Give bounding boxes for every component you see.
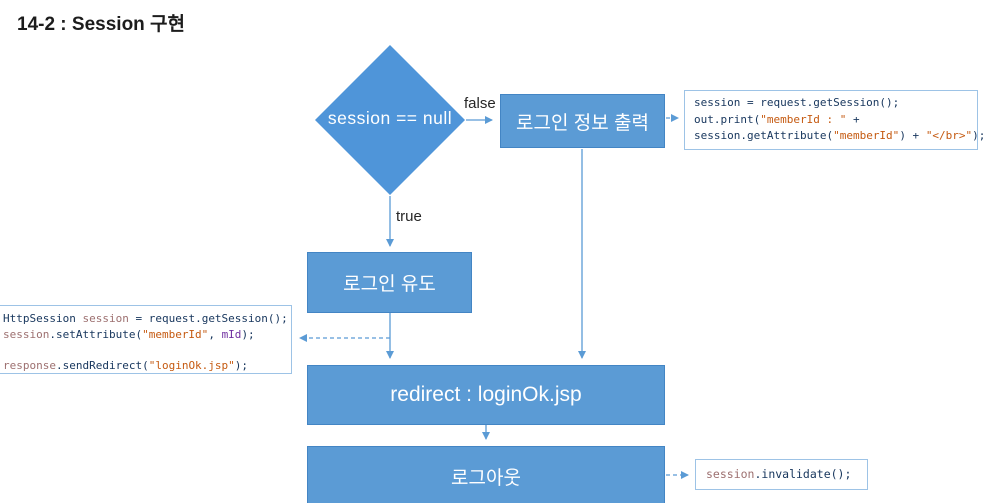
- slide-title: 14-2 : Session 구현: [17, 14, 186, 35]
- box-login-info-output-label: 로그인 정보 출력: [516, 112, 649, 134]
- box-login-induce-label: 로그인 유도: [343, 274, 436, 295]
- decision-diamond-label: session == null: [327, 108, 453, 128]
- box-logout-label: 로그아웃: [451, 467, 521, 489]
- edge-label-true: true: [396, 208, 422, 225]
- code-box-set-attribute: HttpSession session = request.getSession…: [0, 305, 292, 374]
- box-redirect-loginok-label: redirect : loginOk.jsp: [390, 383, 582, 406]
- box-redirect-loginok: redirect : loginOk.jsp: [307, 365, 665, 425]
- code-box-get-session: session = request.getSession();out.print…: [684, 90, 985, 150]
- box-login-induce: 로그인 유도: [307, 252, 472, 313]
- box-logout: 로그아웃: [307, 446, 665, 503]
- box-login-info-output: 로그인 정보 출력: [500, 94, 665, 148]
- edge-label-false: false: [464, 95, 496, 112]
- code-box-invalidate: session.invalidate();: [695, 459, 868, 490]
